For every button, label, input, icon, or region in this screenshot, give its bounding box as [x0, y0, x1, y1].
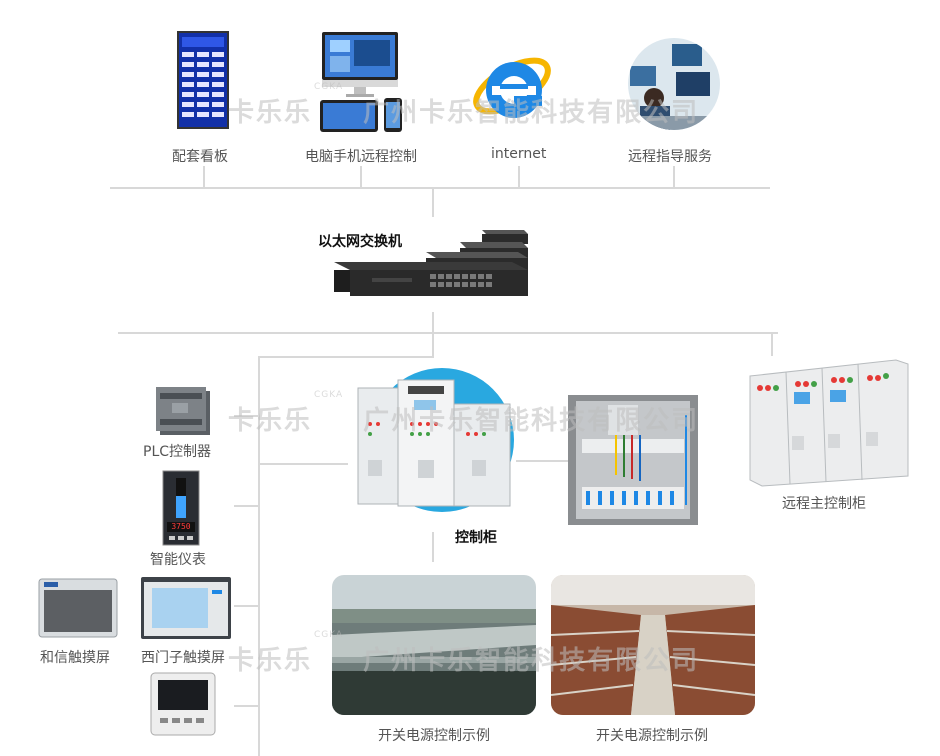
- branch-plc: [234, 415, 258, 417]
- drop-line-4: [673, 166, 675, 188]
- cabinet-down-line: [432, 532, 434, 562]
- branch-controller: [234, 705, 258, 707]
- watermark-small: CGKA: [314, 390, 343, 400]
- internet-explorer-icon: [470, 44, 554, 128]
- poultry-example-photo: [551, 575, 755, 715]
- remote-support-image: [626, 36, 722, 132]
- remote-support-label: 远程指导服务: [628, 146, 712, 166]
- poultry-example-label: 开关电源控制示例: [596, 725, 708, 745]
- drop-line-1: [203, 166, 205, 188]
- drop-line-3: [518, 166, 520, 188]
- watermark-brand: 卡乐乐: [228, 98, 312, 128]
- computer-phone-image: [318, 30, 408, 134]
- control-cabinet-image: [356, 364, 516, 514]
- control-cabinet-label: 控制柜: [455, 527, 497, 547]
- remote-main-cabinet-image: [746, 356, 910, 488]
- switch-up-line: [432, 189, 434, 217]
- hexin-touchscreen-label: 和信触摸屏: [40, 647, 110, 667]
- remote-main-cabinet-label: 远程主控制柜: [782, 493, 866, 513]
- wiring-panel-image: [568, 395, 698, 525]
- meter-display-value: 3750: [167, 522, 195, 532]
- computer-phone-label: 电脑手机远程控制: [305, 146, 417, 166]
- siemens-touchscreen-label: 西门子触摸屏: [141, 647, 225, 667]
- left-trunk-line: [258, 356, 260, 756]
- branch-hmi: [234, 605, 258, 607]
- ethernet-switch-image: [332, 228, 532, 300]
- top-bus-line: [110, 187, 770, 189]
- siemens-touchscreen-image: [140, 576, 232, 640]
- cabinet-to-panel: [516, 460, 568, 462]
- internet-label: internet: [491, 146, 546, 162]
- branch-meter: [234, 505, 258, 507]
- watermark-brand: 卡乐乐: [228, 406, 312, 436]
- plc-controller-label: PLC控制器: [143, 441, 211, 461]
- smart-meter-label: 智能仪表: [150, 549, 206, 569]
- plc-controller-image: [154, 385, 214, 437]
- hexin-touchscreen-image: [38, 578, 118, 638]
- led-board-label: 配套看板: [172, 146, 228, 166]
- remote-cabinet-line: [771, 334, 773, 356]
- led-board-image: [172, 30, 234, 130]
- smart-meter-image: 3750: [162, 470, 200, 546]
- temperature-controller-image: [150, 672, 216, 736]
- left-branch-h: [258, 356, 434, 358]
- drop-line-2: [360, 166, 362, 188]
- pond-example-photo: [332, 575, 536, 715]
- watermark-brand: 卡乐乐: [228, 646, 312, 676]
- pond-example-label: 开关电源控制示例: [378, 725, 490, 745]
- mid-bus-line: [118, 332, 778, 334]
- branch-cabinet: [258, 463, 348, 465]
- switch-down-line: [432, 312, 434, 356]
